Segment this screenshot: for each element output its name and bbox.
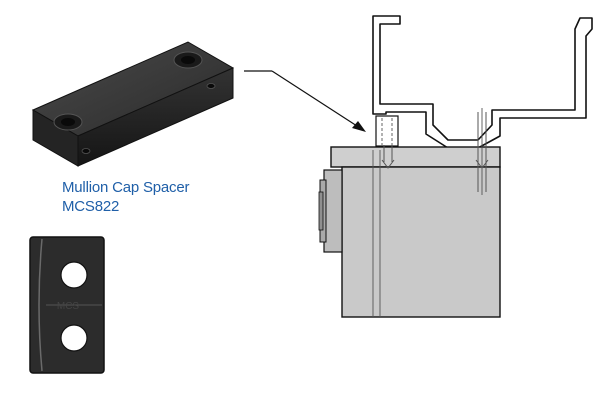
part-name: Mullion Cap Spacer [62,179,190,196]
mullion-section-icon [244,15,593,318]
svg-text:MCS: MCS [57,301,80,312]
mullion-cap-spacer-3d-icon [31,41,235,167]
part-number: MCS822 [62,198,120,215]
mullion-cap-spacer-top-icon: MCS [29,236,105,374]
part-caption: Mullion Cap Spacer MCS822 [62,178,190,216]
